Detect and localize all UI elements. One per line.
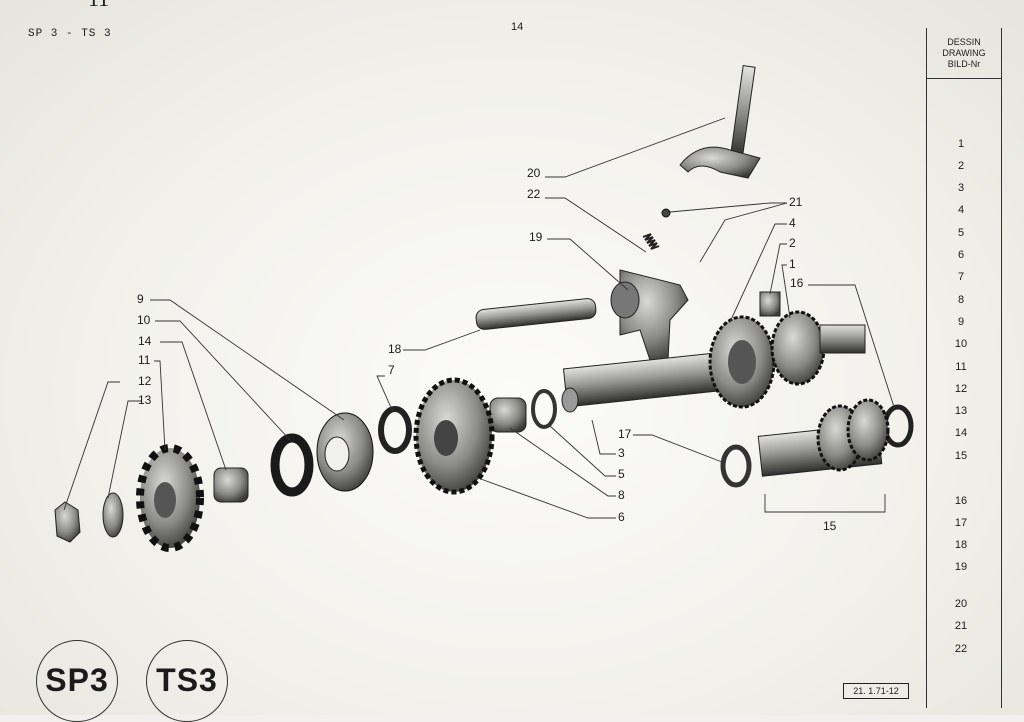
callout-label: 15	[823, 519, 837, 533]
nut-part-12	[54, 501, 81, 543]
callout-label: 7	[388, 363, 395, 377]
logo-sp3: SP3	[36, 640, 118, 722]
gear-part-6	[413, 377, 495, 495]
callout-label: 3	[618, 446, 625, 460]
callout-label: 2	[789, 236, 796, 250]
callout-label: 19	[529, 230, 543, 244]
drawing-number-19: 19	[954, 561, 968, 573]
drawing-number-12: 12	[954, 383, 968, 395]
seal-part-10	[270, 433, 314, 497]
drawing-number-7: 7	[957, 271, 965, 283]
logo-sp3-text: SP3	[45, 662, 109, 698]
drawing-number-column	[926, 28, 1002, 708]
logo-ts3-text: TS3	[156, 662, 218, 698]
callout-label: 18	[388, 342, 402, 356]
callout-label: 5	[618, 467, 625, 481]
reference-box: 21. 1.71-12	[843, 683, 909, 699]
callout-label: 1	[789, 257, 796, 271]
model-label: SP 3 - TS 3	[28, 28, 112, 40]
countershaft-part-15	[757, 398, 890, 477]
spacer-part-14	[213, 467, 249, 503]
leader-lines	[63, 117, 896, 519]
drawing-number-1: 1	[957, 138, 965, 150]
callout-label: 8	[618, 488, 625, 502]
washer-part-5	[531, 389, 557, 429]
drawing-number-17: 17	[954, 517, 968, 529]
callout-label: 21	[789, 195, 803, 209]
callout-label: 4	[789, 216, 796, 230]
drawing-number-4: 4	[957, 204, 965, 216]
drawing-number-21: 21	[954, 620, 968, 632]
main-shaft-part-3	[561, 350, 738, 413]
drawing-number-14: 14	[954, 427, 968, 439]
drawing-number-10: 10	[954, 338, 968, 350]
header-bild: BILD-Nr	[947, 58, 981, 69]
drawing-number-2: 2	[957, 160, 965, 172]
drawing-number-11: 11	[955, 361, 967, 373]
drawing-number-18: 18	[954, 539, 968, 551]
callout-label: 12	[138, 374, 152, 388]
spring-part-22	[642, 233, 660, 250]
drawing-number-8: 8	[957, 294, 965, 306]
callout-label: 9	[137, 292, 144, 306]
callout-label: 11	[138, 353, 151, 367]
washer-part-7	[378, 406, 412, 454]
washer-part-16	[882, 404, 914, 448]
corner-mark: 11	[88, 0, 109, 12]
callout-label: 22	[527, 187, 541, 201]
callout-label: 16	[790, 276, 804, 290]
callout-label: 20	[527, 166, 541, 180]
drawing-column-header: DESSIN DRAWING BILD-Nr	[926, 28, 1002, 79]
shift-lever-part-19	[610, 269, 689, 361]
lock-washer-part-13	[102, 492, 124, 538]
header-dessin: DESSIN	[947, 36, 981, 47]
bearing-part-9	[316, 412, 374, 492]
callout-label: 10	[137, 313, 151, 327]
drawing-number-15: 15	[954, 450, 968, 462]
drawing-number-16: 16	[954, 495, 968, 507]
callout-label: 17	[618, 427, 632, 441]
header-drawing: DRAWING	[942, 47, 986, 58]
bush-part-8	[489, 397, 527, 433]
callout-label: 6	[618, 510, 625, 524]
callout-label: 13	[138, 393, 152, 407]
drawing-number-13: 13	[954, 405, 968, 417]
drawing-number-9: 9	[957, 316, 965, 328]
drawing-number-5: 5	[957, 227, 965, 239]
page-number: 14	[511, 21, 524, 33]
ball-part-21	[661, 208, 671, 218]
pin-part-18	[475, 298, 597, 330]
drawing-number-22: 22	[954, 643, 968, 655]
sprocket-part-11	[136, 444, 204, 552]
selector-fork-part-20	[679, 65, 761, 179]
logo-ts3: TS3	[146, 640, 228, 722]
washer-part-17	[720, 444, 752, 488]
drawing-number-3: 3	[957, 182, 965, 194]
callout-label: 14	[138, 334, 152, 348]
drawing-number-20: 20	[954, 598, 968, 610]
bush-part-2	[759, 291, 781, 317]
drawing-number-6: 6	[957, 249, 965, 261]
gear-cluster-parts-1-4	[708, 310, 866, 409]
